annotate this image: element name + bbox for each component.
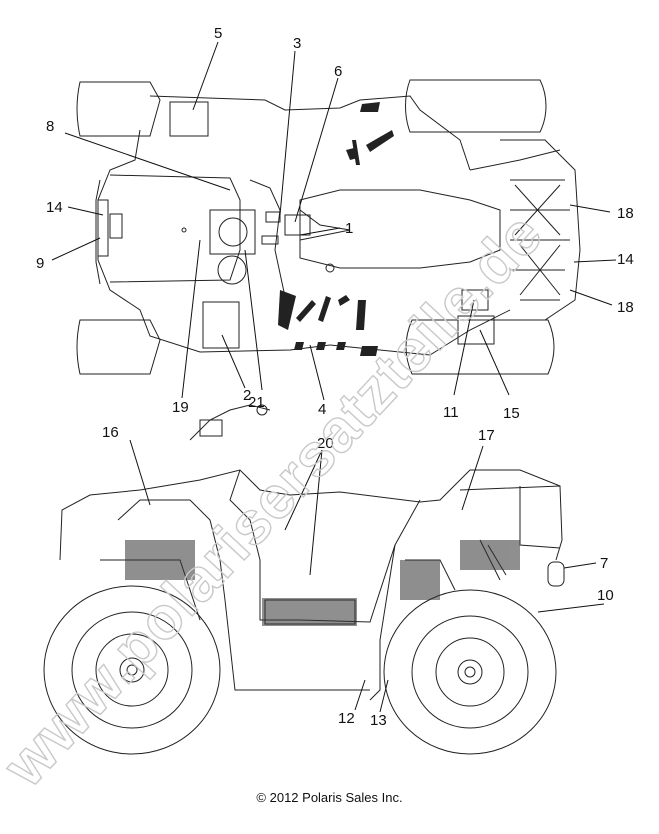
callout-5: 5 <box>214 25 222 42</box>
copyright-notice: © 2012 Polaris Sales Inc. <box>256 790 403 805</box>
callout-17: 17 <box>478 427 495 444</box>
callout-15: 15 <box>503 405 520 422</box>
callout-14-front: 14 <box>46 199 63 216</box>
callout-6: 6 <box>334 63 342 80</box>
side-view-engine-shading <box>125 540 520 626</box>
callout-12: 12 <box>338 710 355 727</box>
callout-7: 7 <box>600 555 608 572</box>
callout-8: 8 <box>46 118 54 135</box>
watermark: www.polarisersatzteile.de <box>0 200 555 800</box>
callout-20: 20 <box>317 435 334 452</box>
callout-11: 11 <box>443 404 459 421</box>
callout-18-upper: 18 <box>617 205 634 222</box>
callout-labels: 1 2 3 4 5 6 7 8 9 10 11 12 13 14 14 15 1… <box>36 25 634 729</box>
top-view-decal-stripes <box>278 102 394 356</box>
callout-18-lower: 18 <box>617 299 634 316</box>
top-view-vehicle <box>76 79 581 375</box>
callout-2: 2 <box>243 387 251 404</box>
callout-13: 13 <box>370 712 387 729</box>
callout-9: 9 <box>36 255 44 272</box>
callout-14-rear: 14 <box>617 251 634 268</box>
callout-3: 3 <box>293 35 301 52</box>
callout-19: 19 <box>172 399 189 416</box>
callout-1: 1 <box>345 220 353 237</box>
callout-4: 4 <box>318 401 326 418</box>
callout-10: 10 <box>597 587 614 604</box>
callout-21: 21 <box>248 394 265 411</box>
callout-16: 16 <box>102 424 119 441</box>
leader-lines <box>51 41 617 713</box>
